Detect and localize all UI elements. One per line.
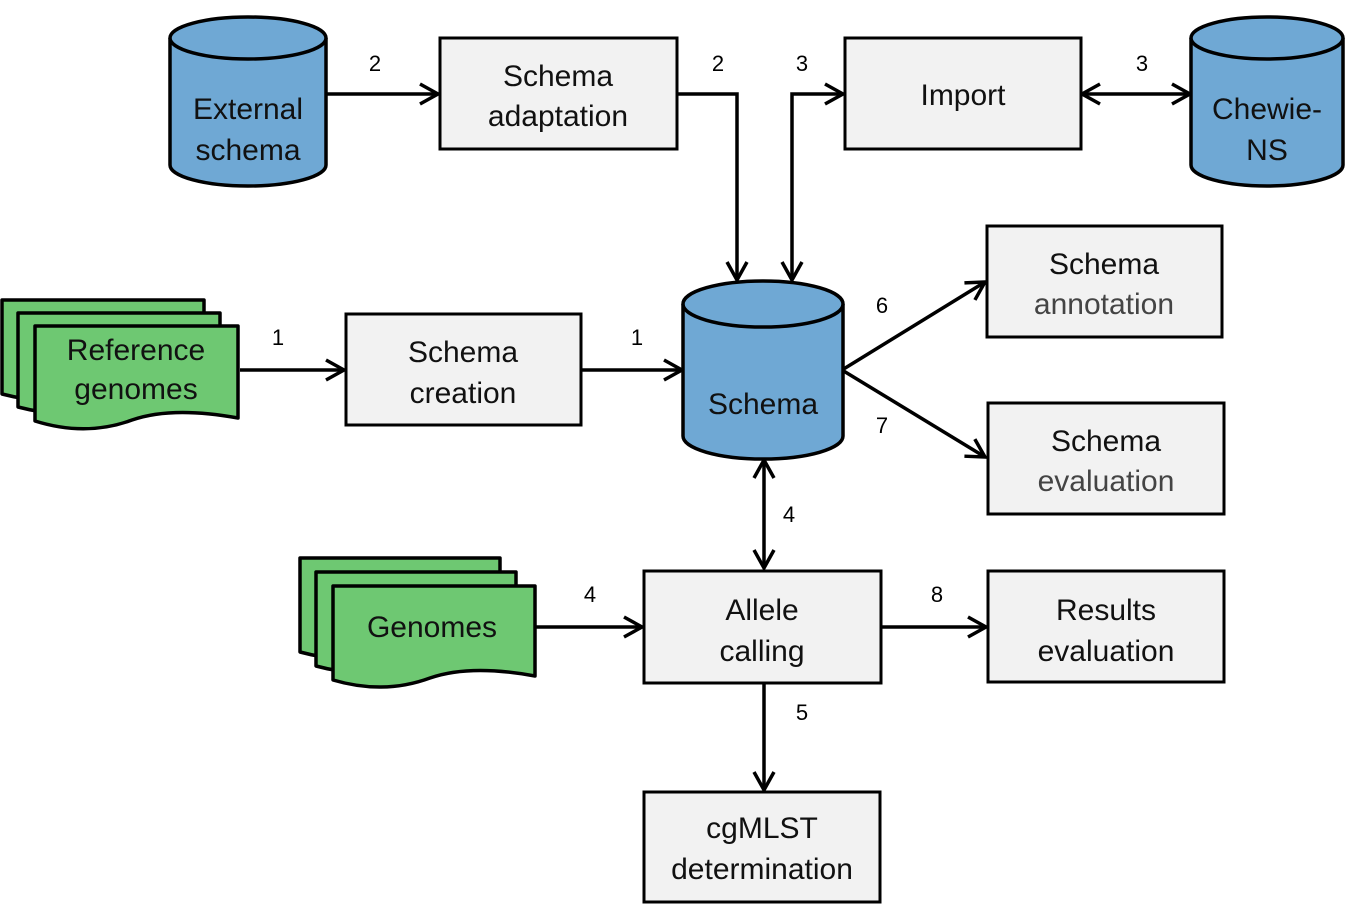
reference-genomes-label-2: genomes (74, 373, 197, 406)
allele-calling-label-1: Allele (725, 594, 798, 627)
cgmlst-determination-label-2: determination (671, 853, 853, 886)
database-schema: Schema (681, 279, 845, 461)
cgmlst-determination-label-1: cgMLST (706, 812, 818, 845)
schema-annotation-label-1: Schema (1049, 248, 1159, 281)
genomes-label: Genomes (367, 611, 497, 644)
edges (240, 94, 1190, 790)
edge-label-schema-allele: 4 (783, 502, 795, 527)
schema-evaluation-label-1: Schema (1051, 425, 1161, 458)
process-schema-annotation: Schema annotation (985, 224, 1224, 339)
edge-label-reference-to-creation: 1 (272, 325, 284, 350)
schema-evaluation-label-2: evaluation (1038, 465, 1175, 498)
schema-adaptation-label-1: Schema (503, 60, 613, 93)
import-label: Import (920, 79, 1006, 112)
process-results-evaluation: Results evaluation (986, 569, 1226, 684)
process-import: Import (843, 36, 1083, 151)
reference-genomes-label-1: Reference (67, 334, 205, 367)
edge-schema-to-annotation (841, 282, 985, 372)
edge-label-schema-to-evaluation: 7 (876, 413, 888, 438)
edge-adaptation-to-schema (677, 92, 737, 280)
schema-annotation-label-2: annotation (1034, 288, 1174, 321)
process-schema-adaptation: Schema adaptation (438, 36, 679, 151)
edge-label-allele-to-results: 8 (931, 582, 943, 607)
schema-creation-label-2: creation (410, 377, 517, 410)
edge-label-import-chewie: 3 (1136, 51, 1148, 76)
edge-label-adaptation-to-schema: 2 (712, 51, 724, 76)
edge-schema-to-evaluation (841, 368, 985, 457)
database-chewie-ns: Chewie- NS (1189, 15, 1345, 188)
external-schema-label-1: External (193, 93, 303, 126)
edge-label-external-to-adaptation: 2 (369, 51, 381, 76)
schema-label: Schema (708, 388, 818, 421)
document-stack-genomes: Genomes (298, 556, 537, 689)
edge-label-allele-to-cgmlst: 5 (796, 700, 808, 725)
process-schema-evaluation: Schema evaluation (986, 401, 1226, 516)
edge-schema-import (792, 94, 843, 280)
edge-labels: 2 2 3 3 1 1 6 7 4 4 8 5 (272, 51, 1148, 725)
allele-calling-label-2: calling (719, 635, 804, 668)
schema-creation-label-1: Schema (408, 336, 518, 369)
chewie-ns-label-2: NS (1246, 134, 1288, 167)
document-stack-reference-genomes: Reference genomes (0, 298, 240, 431)
process-schema-creation: Schema creation (344, 312, 583, 427)
schema-adaptation-label-2: adaptation (488, 100, 628, 133)
edge-label-genomes-to-allele: 4 (584, 582, 596, 607)
edge-label-schema-import: 3 (796, 51, 808, 76)
process-allele-calling: Allele calling (642, 569, 883, 685)
results-evaluation-label-2: evaluation (1038, 635, 1175, 668)
database-external-schema: External schema (168, 15, 328, 188)
edge-label-creation-to-schema: 1 (631, 325, 643, 350)
process-cgmlst-determination: cgMLST determination (642, 790, 882, 904)
edge-label-schema-to-annotation: 6 (876, 293, 888, 318)
chewie-ns-label-1: Chewie- (1212, 93, 1322, 126)
results-evaluation-label-1: Results (1056, 594, 1156, 627)
external-schema-label-2: schema (195, 134, 300, 167)
